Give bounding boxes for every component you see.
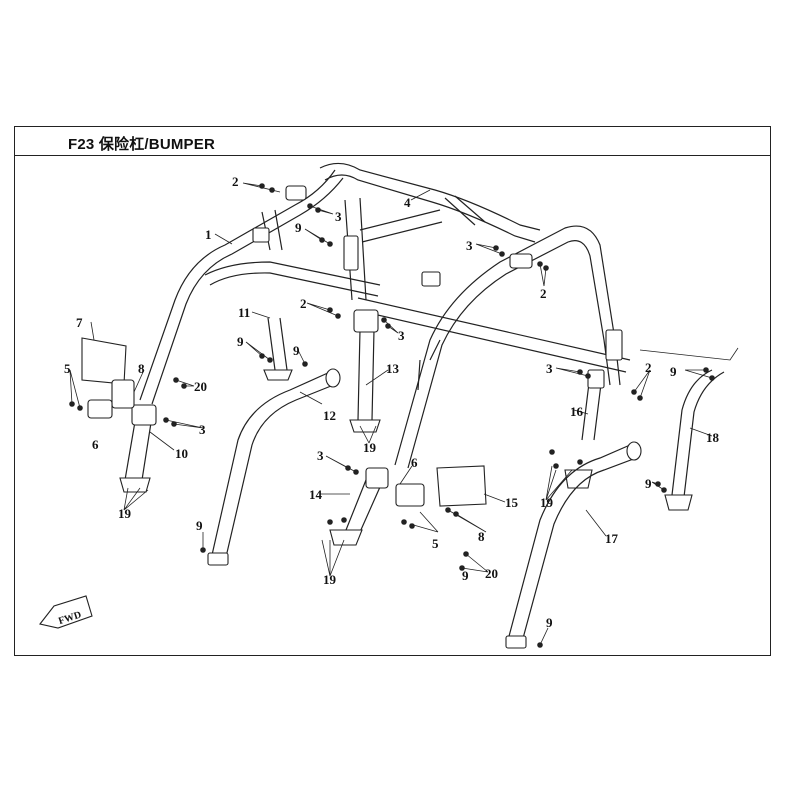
left-mirror	[81, 337, 135, 419]
callout-7: 7	[76, 315, 83, 330]
rear-right-brace	[664, 369, 725, 511]
callout-19: 19	[363, 440, 377, 455]
callout-3: 3	[466, 238, 473, 253]
callout-4: 4	[404, 195, 411, 210]
callout-5: 5	[64, 361, 71, 376]
callout-10: 10	[175, 446, 188, 461]
callout-labels: 1 2 2 2 2 3 3 3 3 3 3 4 5 5 6 6 7 8 8 9 …	[64, 174, 720, 630]
fastener-bolts	[69, 183, 715, 648]
fwd-arrow: FWD	[39, 595, 93, 629]
callout-8: 8	[138, 361, 145, 376]
mid-post	[329, 467, 389, 546]
callout-9: 9	[196, 518, 203, 533]
callout-20: 20	[485, 566, 498, 581]
diagram-title: F23 保险杠/BUMPER	[68, 136, 215, 153]
callout-5: 5	[432, 536, 439, 551]
callout-11: 11	[238, 305, 250, 320]
callout-3: 3	[199, 422, 206, 437]
callout-19: 19	[323, 572, 337, 587]
callout-2: 2	[540, 286, 547, 301]
roll-cage-top-bar	[319, 162, 541, 243]
leader-lines	[69, 182, 739, 646]
roll-cage-front-hoop	[139, 169, 381, 405]
rear-support-bar	[505, 441, 642, 649]
callout-6: 6	[92, 437, 99, 452]
callout-9: 9	[237, 334, 244, 349]
top-brackets	[252, 185, 623, 361]
callout-9: 9	[462, 568, 469, 583]
right-mirror	[395, 465, 487, 507]
callout-13: 13	[386, 361, 400, 376]
callout-2: 2	[232, 174, 239, 189]
callout-2: 2	[300, 296, 307, 311]
centre-post	[349, 309, 381, 433]
callout-9: 9	[645, 476, 652, 491]
rear-right-post	[564, 369, 605, 489]
callout-3: 3	[317, 448, 324, 463]
callout-3: 3	[546, 361, 553, 376]
callout-14: 14	[309, 487, 323, 502]
callout-16: 16	[570, 404, 584, 419]
callout-12: 12	[323, 408, 336, 423]
left-brace	[263, 317, 293, 381]
callout-1: 1	[205, 227, 212, 242]
callout-9: 9	[670, 364, 677, 379]
callout-9: 9	[546, 615, 553, 630]
callout-19: 19	[118, 506, 132, 521]
roll-cage-rear-hoop	[355, 225, 631, 469]
callout-2: 2	[645, 360, 652, 375]
callout-18: 18	[706, 430, 720, 445]
callout-3: 3	[335, 209, 342, 224]
front-support-bar	[207, 368, 341, 566]
callout-19: 19	[540, 495, 554, 510]
callout-17: 17	[605, 531, 619, 546]
callout-9: 9	[293, 343, 300, 358]
callout-20: 20	[194, 379, 207, 394]
front-left-post	[119, 404, 157, 493]
callout-6: 6	[411, 455, 418, 470]
callout-9: 9	[295, 220, 302, 235]
title-box	[14, 126, 771, 156]
callout-8: 8	[478, 529, 485, 544]
callout-3: 3	[398, 328, 405, 343]
callout-15: 15	[505, 495, 519, 510]
